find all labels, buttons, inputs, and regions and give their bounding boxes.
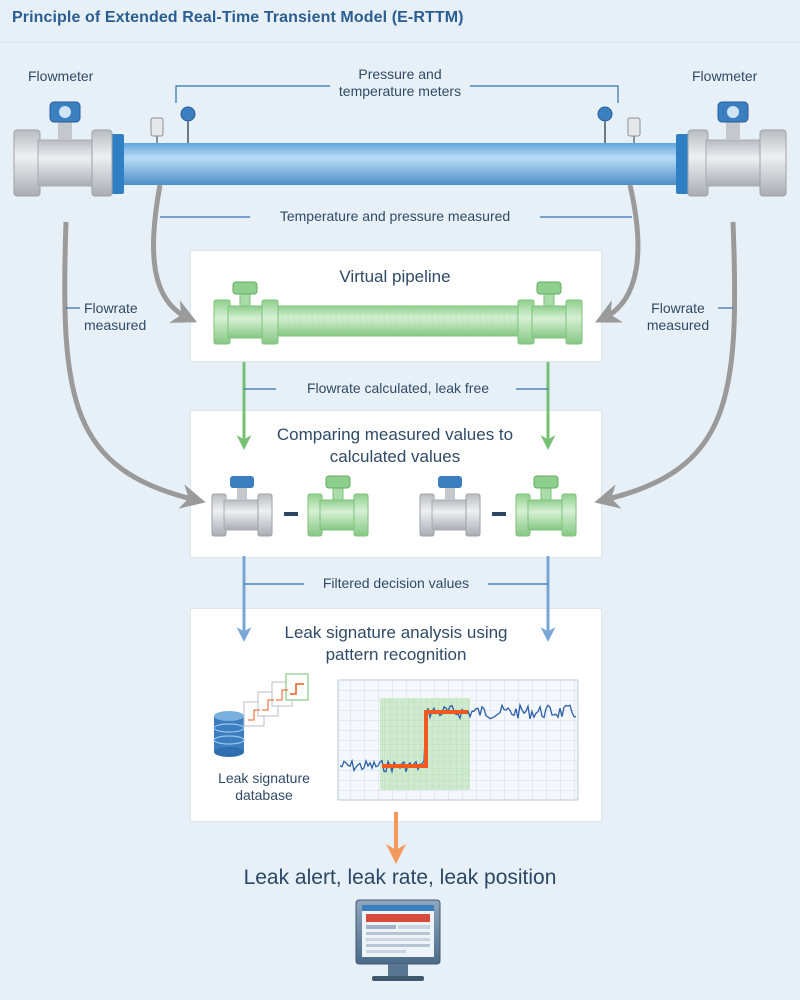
flowmeter-left-label: Flowmeter bbox=[28, 68, 94, 84]
comparison-title: Comparing measured values to calculated … bbox=[276, 425, 514, 466]
analysis-title: Leak signature analysis using pattern re… bbox=[284, 623, 508, 664]
monitor-icon bbox=[355, 899, 441, 981]
leak-database-label: Leak signature database bbox=[218, 770, 310, 803]
pressure-sensor-icon bbox=[597, 106, 613, 143]
temperature-sensor-icon bbox=[150, 117, 164, 143]
temperature-sensor-icon bbox=[627, 117, 641, 143]
flowrate-measured-left-label: Flowrate measured bbox=[84, 300, 147, 333]
pressure-temperature-meters-label: Pressure and temperature meters bbox=[338, 66, 462, 99]
flowrate-measured-right-label: Flowrate measured bbox=[646, 300, 710, 333]
flowmeter-icon bbox=[687, 101, 787, 197]
filtered-values-label: Filtered decision values bbox=[322, 575, 470, 591]
main-pipeline bbox=[110, 134, 690, 194]
page-title: Principle of Extended Real-Time Transien… bbox=[12, 9, 464, 26]
virtual-pipeline-title: Virtual pipeline bbox=[339, 267, 451, 286]
pressure-sensor-icon bbox=[180, 106, 196, 143]
output-label: Leak alert, leak rate, leak position bbox=[243, 866, 557, 889]
flowrate-calculated-label: Flowrate calculated, leak free bbox=[306, 380, 490, 396]
temperature-pressure-measured-label: Temperature and pressure measured bbox=[279, 208, 511, 224]
flowmeter-right-label: Flowmeter bbox=[692, 68, 758, 84]
flowmeter-icon bbox=[13, 101, 113, 197]
